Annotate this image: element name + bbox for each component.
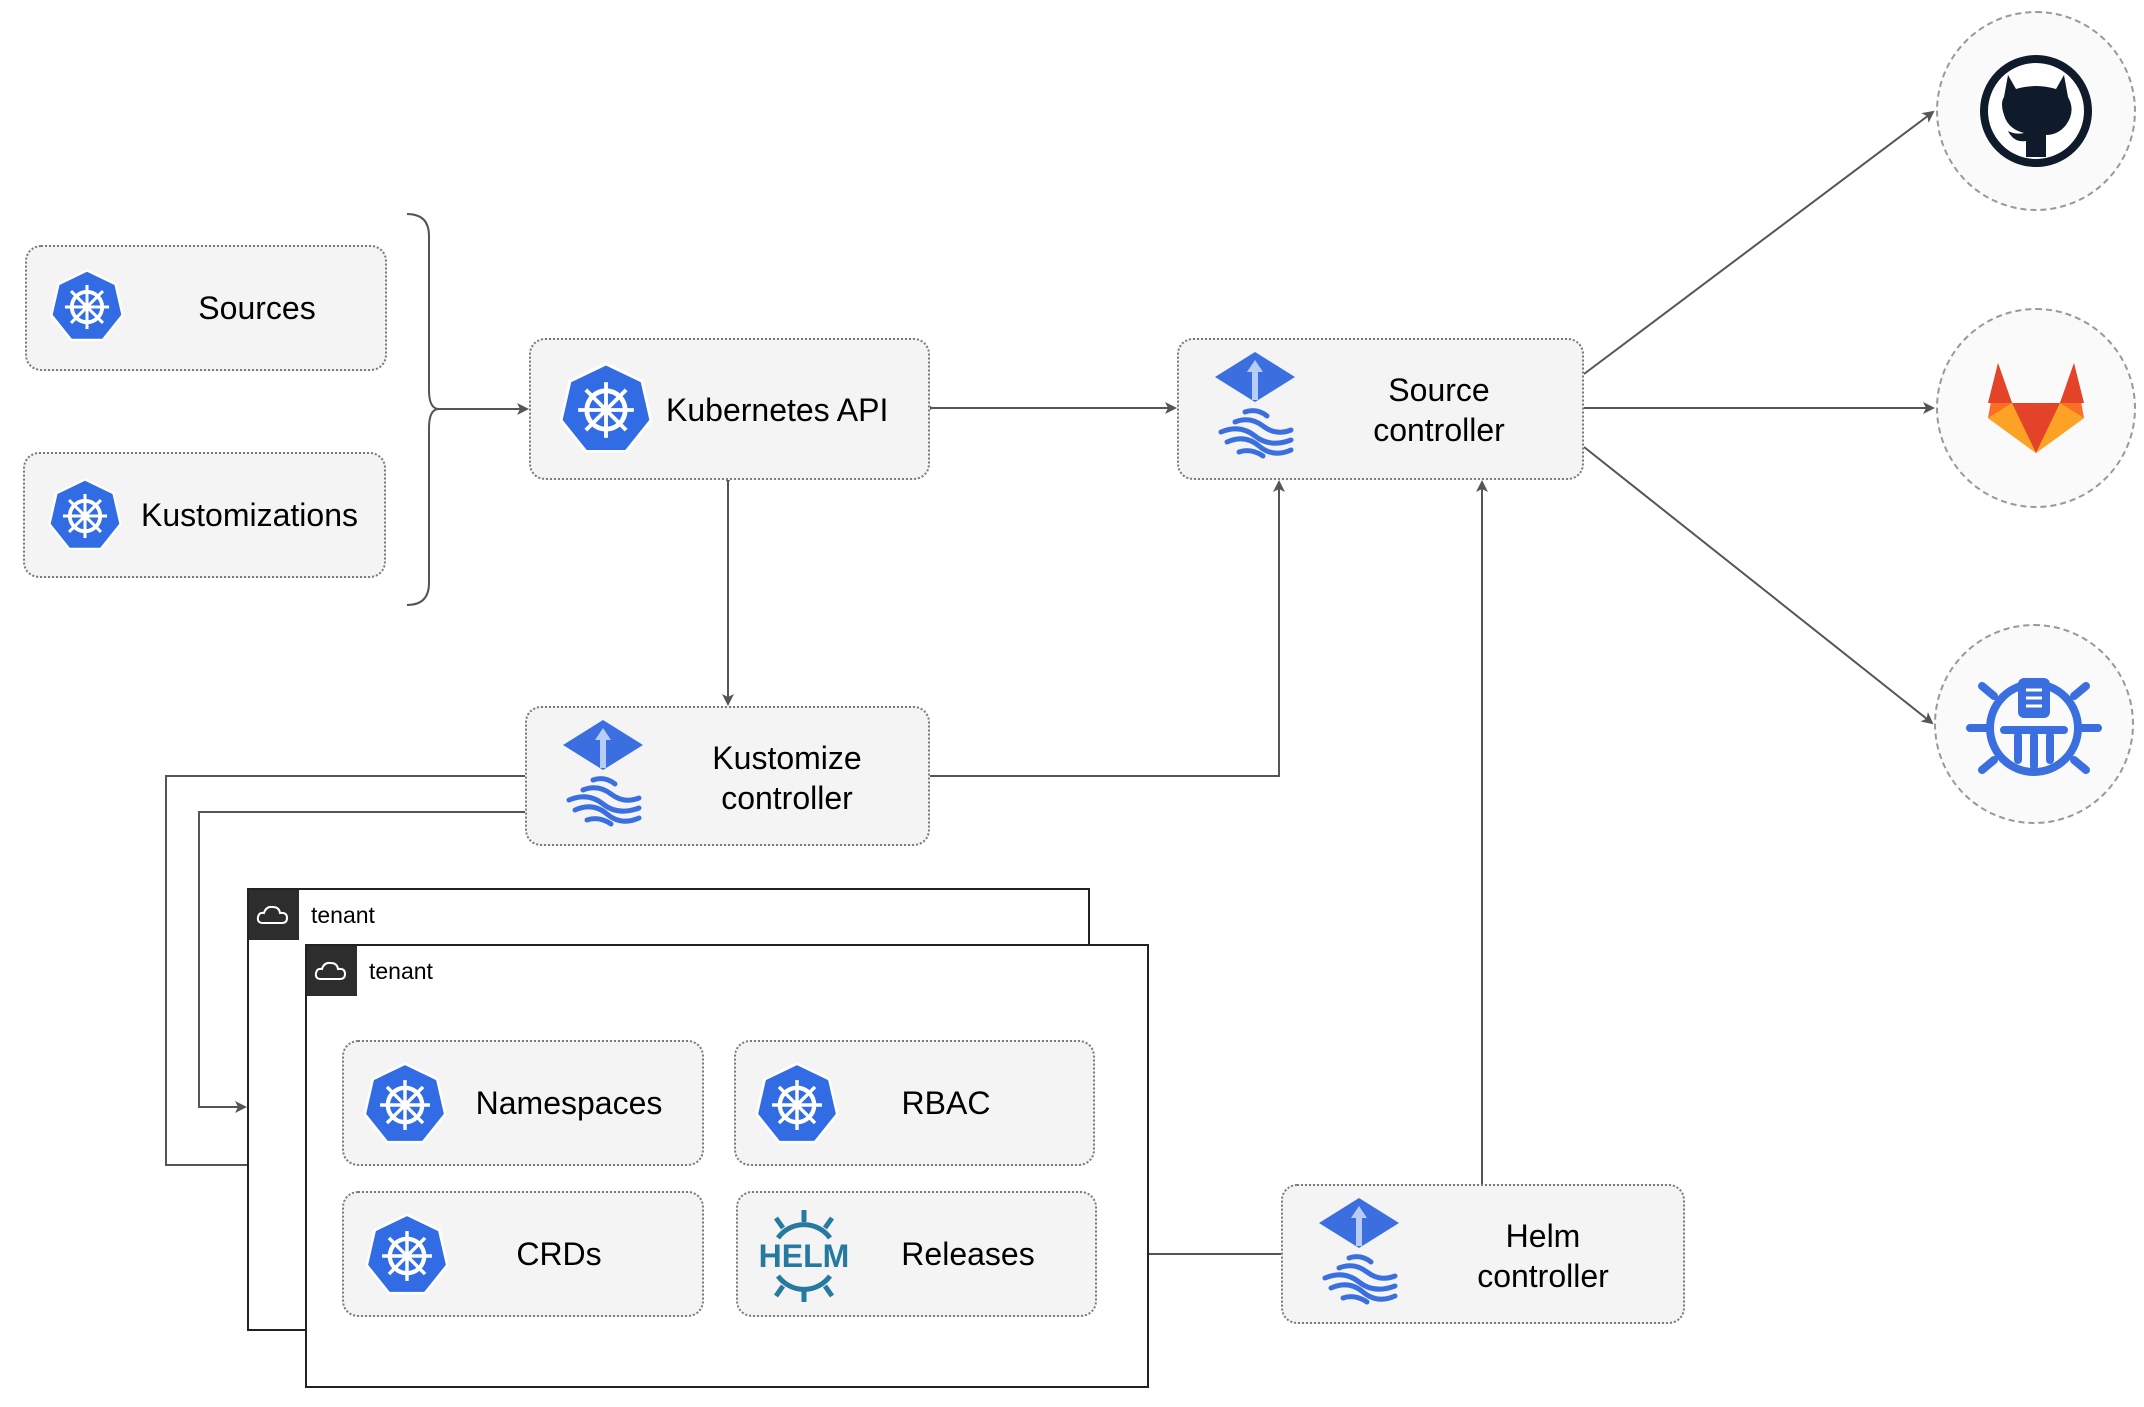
brace — [406, 213, 440, 606]
flux-icon — [563, 720, 643, 830]
helm-icon: HELM — [756, 1208, 852, 1304]
sources-label: Sources — [198, 290, 316, 326]
source-controller-label-2: controller — [1373, 412, 1505, 448]
kustomize-to-source-arrow — [930, 480, 1285, 777]
source-to-bucket-arrow — [1583, 446, 1934, 725]
gitlab-icon — [1988, 363, 2084, 453]
helm-controller-label-1: Helm — [1505, 1218, 1581, 1254]
helm-logo-text: HELM — [758, 1238, 850, 1274]
kubernetes-icon — [754, 1062, 840, 1148]
kustomize-to-tenant-back-arrow — [198, 811, 525, 1113]
kubernetes-icon — [558, 362, 654, 458]
flux-icon — [1215, 352, 1295, 462]
helm-controller-node[interactable]: Helm controller — [1281, 1184, 1685, 1324]
rbac-label: RBAC — [901, 1085, 991, 1121]
source-to-github-arrow — [1583, 110, 1935, 375]
kustomizations-node[interactable]: Kustomizations — [23, 452, 386, 578]
kubernetes-api-node[interactable]: Kubernetes API — [529, 338, 930, 480]
crds-label: CRDs — [516, 1236, 602, 1272]
kubernetes-icon — [364, 1213, 450, 1299]
tenant-label: tenant — [311, 902, 375, 928]
releases-label: Releases — [901, 1236, 1035, 1272]
tenant-front: tenant — [305, 944, 1149, 1388]
cloud-icon — [307, 946, 357, 996]
kubernetes-icon — [362, 1062, 448, 1148]
releases-node[interactable]: HELM Releases — [736, 1191, 1097, 1317]
namespaces-node[interactable]: Namespaces — [342, 1040, 704, 1166]
helm-controller-label-2: controller — [1477, 1258, 1609, 1294]
bucket-node[interactable] — [1934, 624, 2134, 824]
kustomize-to-tenant-front-arrow — [165, 775, 525, 1171]
kubernetes-icon — [47, 478, 123, 554]
gitlab-node[interactable] — [1936, 308, 2136, 508]
kustomize-controller-label-1: Kustomize — [712, 740, 862, 776]
sources-node[interactable]: Sources — [25, 245, 387, 371]
rbac-node[interactable]: RBAC — [734, 1040, 1095, 1166]
github-node[interactable] — [1936, 11, 2136, 211]
tenant-label: tenant — [369, 958, 433, 984]
crds-node[interactable]: CRDs — [342, 1191, 704, 1317]
flux-icon — [1319, 1198, 1399, 1308]
github-icon — [1980, 55, 2092, 167]
cloud-icon — [249, 890, 299, 940]
kustomize-controller-label-2: controller — [721, 780, 853, 816]
source-controller-label-1: Source — [1388, 372, 1490, 408]
kubernetes-icon — [49, 269, 125, 345]
source-controller-node[interactable]: Source controller — [1177, 338, 1584, 480]
bucket-icon — [1966, 678, 2102, 776]
kustomizations-label: Kustomizations — [141, 497, 358, 533]
kubernetes-api-label: Kubernetes API — [666, 392, 889, 428]
namespaces-label: Namespaces — [475, 1085, 663, 1121]
kustomize-controller-node[interactable]: Kustomize controller — [525, 706, 930, 846]
